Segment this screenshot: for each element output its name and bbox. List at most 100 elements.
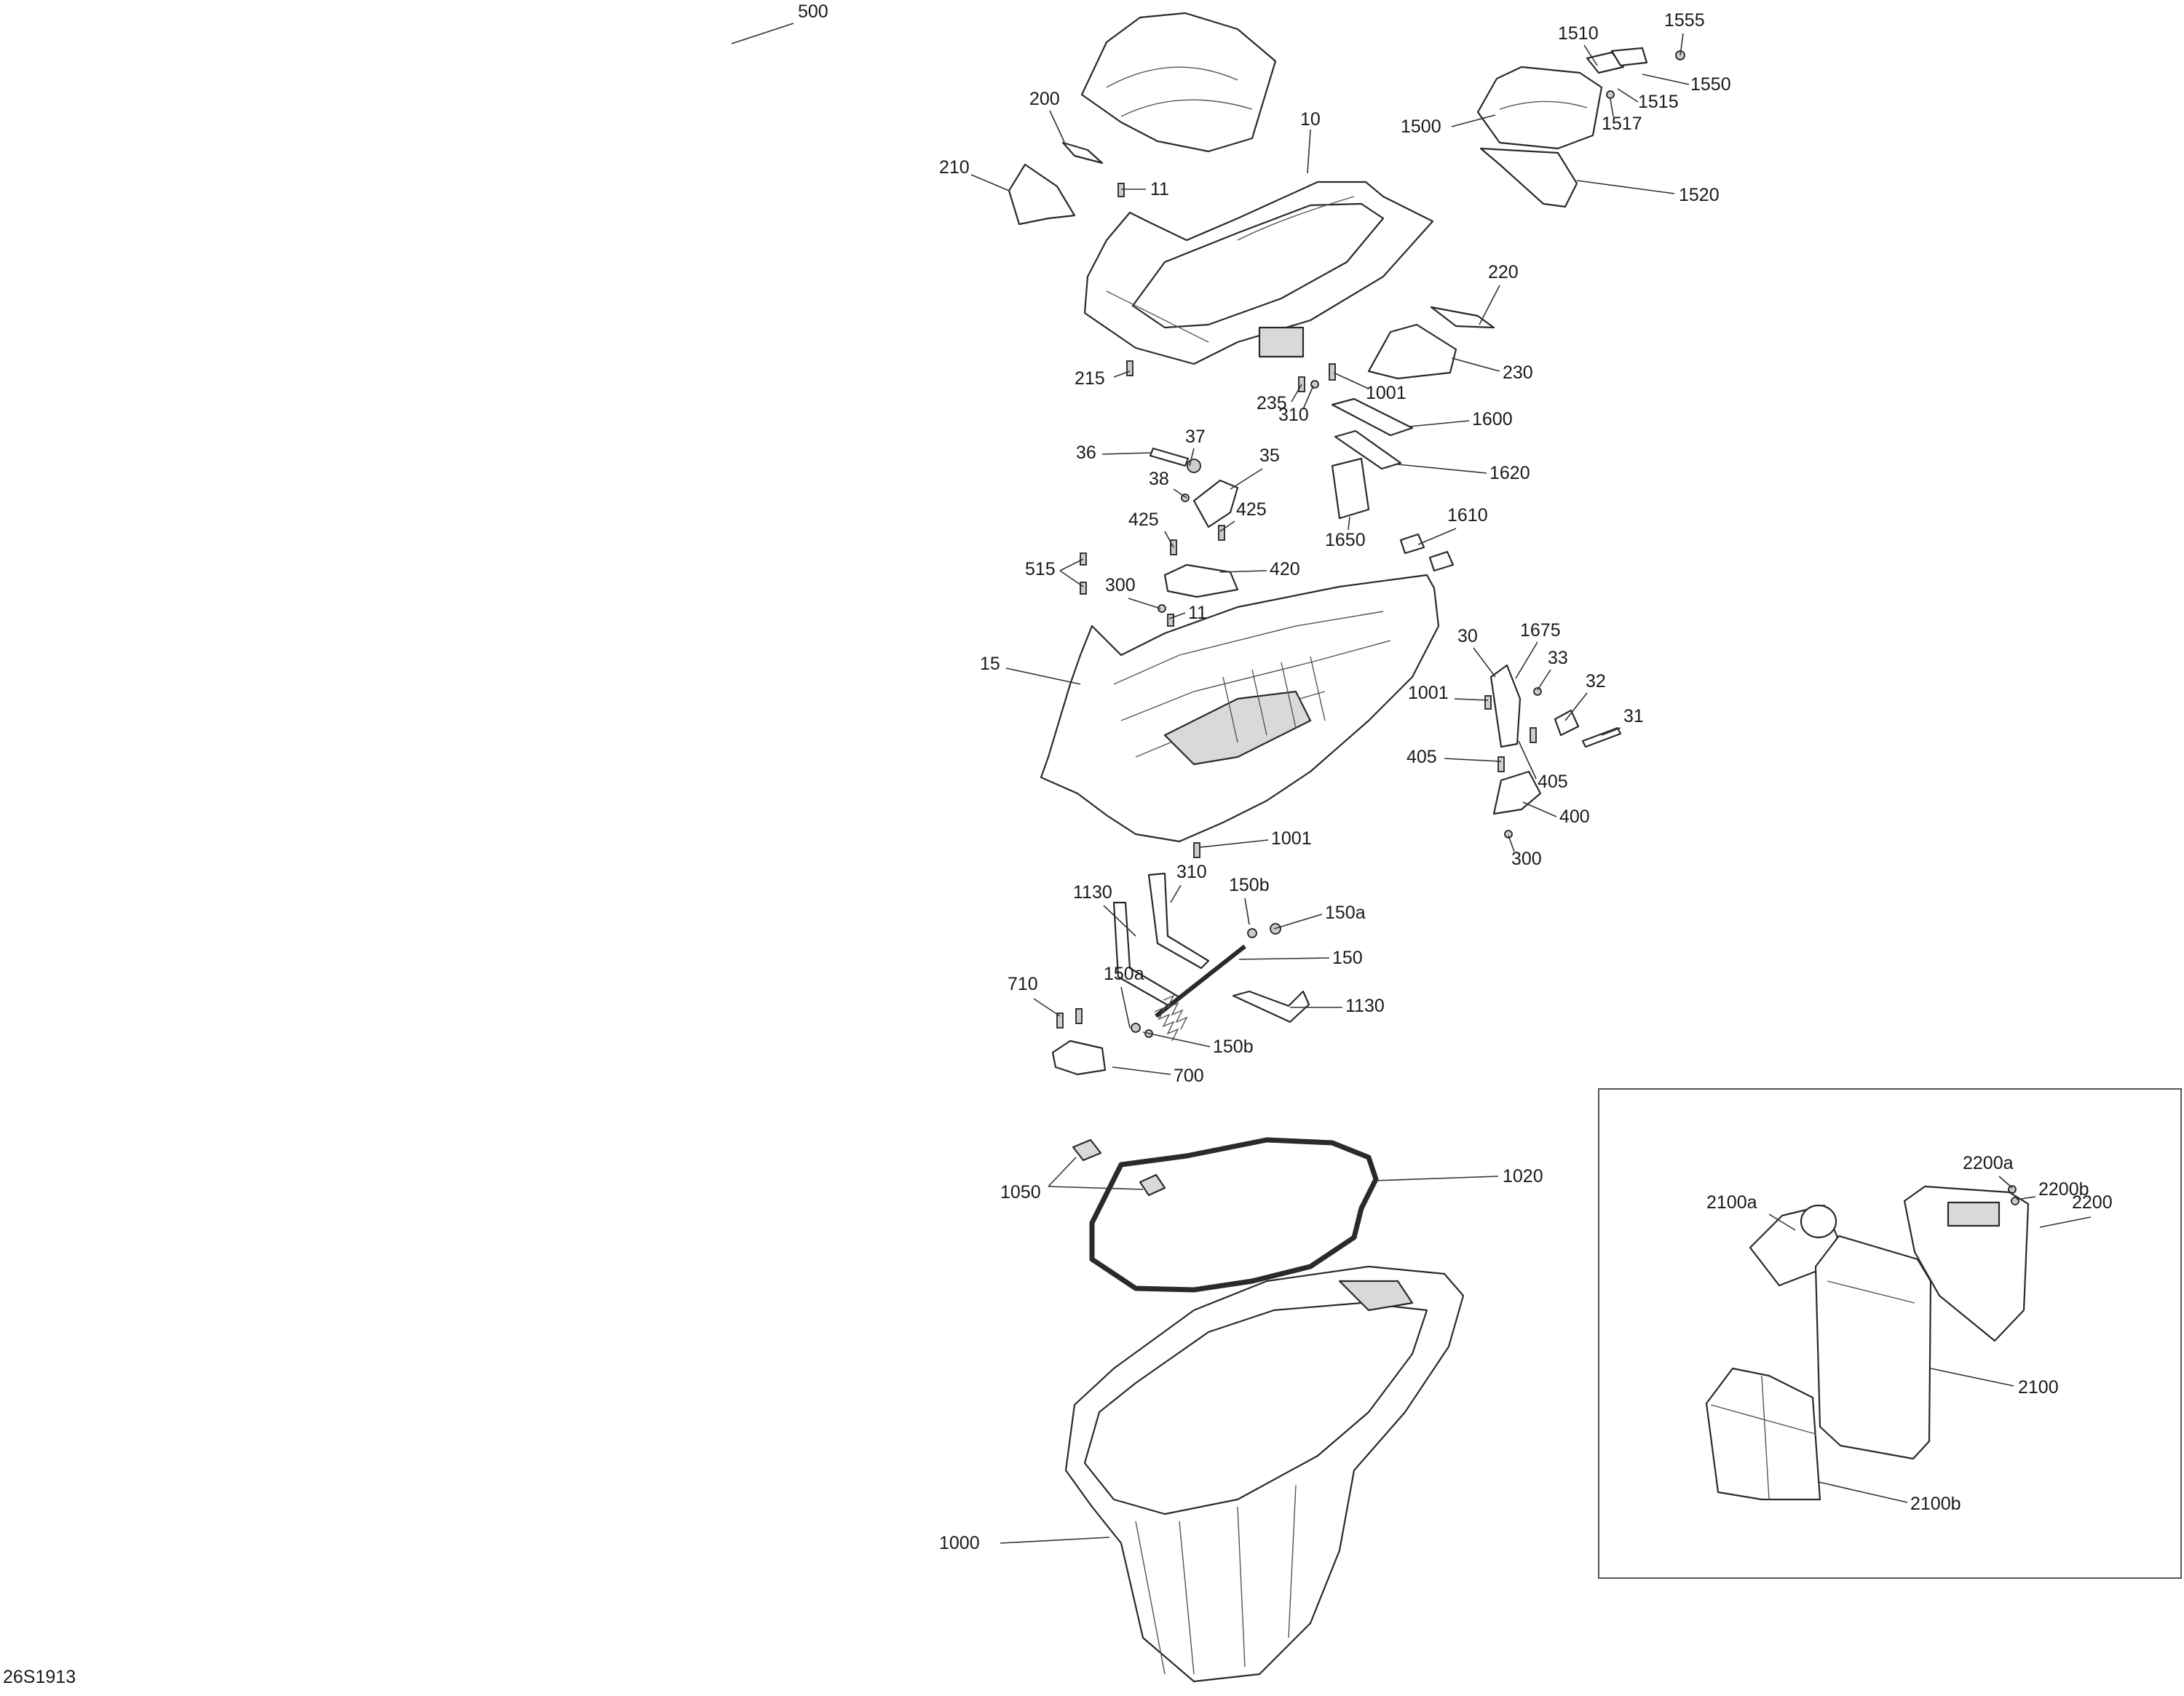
callout-c37: 37 xyxy=(1185,427,1206,447)
callout-c30: 30 xyxy=(1457,626,1478,646)
leader-c1000 xyxy=(1000,1537,1110,1544)
part-2200-housing xyxy=(1903,1185,2030,1342)
callout-c2100: 2100 xyxy=(2018,1377,2059,1398)
leader-c1050-b xyxy=(1048,1186,1144,1190)
leader-c300b xyxy=(1508,835,1515,852)
callout-c10: 10 xyxy=(1300,109,1321,130)
callout-c36: 36 xyxy=(1076,443,1096,463)
callout-c1510: 1510 xyxy=(1558,23,1599,44)
leader-c515-b xyxy=(1059,570,1084,587)
leader-c425a xyxy=(1164,531,1174,548)
leader-c36 xyxy=(1101,452,1152,455)
callout-c150: 150 xyxy=(1332,948,1363,968)
callout-c500: 500 xyxy=(798,1,828,22)
callout-c35: 35 xyxy=(1259,445,1280,466)
callout-c2200: 2200 xyxy=(2072,1192,2113,1213)
callout-c150a_bot: 150a xyxy=(1104,964,1144,984)
leader-c1555 xyxy=(1679,33,1684,56)
part-1000-storage-bin xyxy=(1064,1265,1465,1683)
leader-c11b xyxy=(1168,612,1186,619)
leader-c1517 xyxy=(1610,98,1614,117)
callout-c1555: 1555 xyxy=(1664,10,1705,31)
part-210-cap xyxy=(1008,163,1076,226)
leader-c1610 xyxy=(1417,528,1457,545)
leader-c1550 xyxy=(1642,74,1690,85)
leader-c1500 xyxy=(1451,114,1496,127)
callout-labels: 5002002101110151015551550151515171500152… xyxy=(798,1,2113,1553)
callout-c210: 210 xyxy=(939,157,970,178)
part-1515-fastener xyxy=(1606,90,1615,99)
leader-c150a_top xyxy=(1273,914,1323,930)
callout-c1520: 1520 xyxy=(1679,185,1720,205)
callout-c1130b: 1130 xyxy=(1345,996,1385,1016)
leader-c1600 xyxy=(1409,420,1470,427)
callout-c230: 230 xyxy=(1503,362,1533,383)
callout-c300b: 300 xyxy=(1511,849,1542,869)
leader-c710 xyxy=(1033,998,1061,1017)
leader-c31 xyxy=(1601,727,1621,736)
leader-c1510 xyxy=(1583,44,1598,66)
leader-c35 xyxy=(1230,468,1263,490)
leader-c150 xyxy=(1238,957,1330,960)
part-1510-bracket xyxy=(1586,51,1625,74)
callout-c215: 215 xyxy=(1075,368,1105,389)
callout-leaders xyxy=(731,23,2092,1544)
leader-c1001a xyxy=(1333,372,1369,389)
leader-c37 xyxy=(1189,448,1195,467)
callout-c235: 235 xyxy=(1257,393,1287,413)
part-2100b-element xyxy=(1705,1367,1821,1501)
leader-c210 xyxy=(970,174,1010,191)
leader-c235 xyxy=(1291,384,1302,403)
part-1620-gasket xyxy=(1334,429,1402,470)
leader-c310b xyxy=(1170,884,1182,903)
callout-c38: 38 xyxy=(1149,469,1169,489)
part-1130-straps xyxy=(1112,872,1310,1023)
callout-c200: 200 xyxy=(1029,89,1060,109)
leader-c150b_bot xyxy=(1142,1031,1211,1047)
part-2100-filter xyxy=(1814,1235,1932,1460)
leader-c300a xyxy=(1128,598,1161,609)
callout-c1650: 1650 xyxy=(1325,530,1366,550)
callout-c31: 31 xyxy=(1623,706,1644,726)
callout-c2200a: 2200a xyxy=(1963,1153,2014,1173)
leader-c2100b xyxy=(1818,1481,1908,1503)
leader-c32 xyxy=(1564,692,1588,721)
callout-c310b: 310 xyxy=(1176,862,1207,882)
callout-c710: 710 xyxy=(1008,974,1038,994)
callout-c425a: 425 xyxy=(1128,510,1159,530)
leader-c425b xyxy=(1219,520,1235,532)
leader-c33 xyxy=(1537,669,1551,691)
leader-c1001c xyxy=(1199,839,1269,848)
leader-c15 xyxy=(1005,667,1081,685)
callout-c1001a: 1001 xyxy=(1366,383,1406,403)
leader-c1620 xyxy=(1397,464,1487,474)
leader-c420 xyxy=(1219,570,1267,573)
leader-c230 xyxy=(1451,357,1500,372)
leader-c1001b xyxy=(1454,698,1489,701)
callout-c1001b: 1001 xyxy=(1408,683,1449,703)
leader-c2200 xyxy=(2039,1216,2092,1228)
callout-c1130a: 1130 xyxy=(1073,882,1112,903)
callout-c1050: 1050 xyxy=(1000,1182,1041,1202)
callout-c1675: 1675 xyxy=(1520,620,1561,641)
leader-c405b xyxy=(1518,740,1537,780)
callout-c2100a: 2100a xyxy=(1706,1192,1757,1213)
leader-c500 xyxy=(731,23,794,44)
latch-assembly-rear xyxy=(1484,664,1622,839)
drawing-number: 26S1913 xyxy=(3,1667,76,1687)
leader-c220 xyxy=(1479,285,1500,325)
leader-c1515 xyxy=(1617,88,1639,103)
leader-c405a xyxy=(1444,758,1502,762)
callout-c33: 33 xyxy=(1548,648,1568,668)
leader-c200 xyxy=(1049,110,1065,143)
leader-c310a xyxy=(1302,385,1314,410)
part-1020-seal xyxy=(1089,1137,1379,1293)
callout-c1515: 1515 xyxy=(1638,92,1679,112)
leader-c1020 xyxy=(1374,1176,1499,1181)
part-230-cap xyxy=(1367,323,1457,380)
leader-c2100a xyxy=(1768,1213,1796,1231)
leader-c515 xyxy=(1059,558,1084,571)
callout-c15: 15 xyxy=(980,654,1000,674)
callout-c405b: 405 xyxy=(1538,772,1568,792)
